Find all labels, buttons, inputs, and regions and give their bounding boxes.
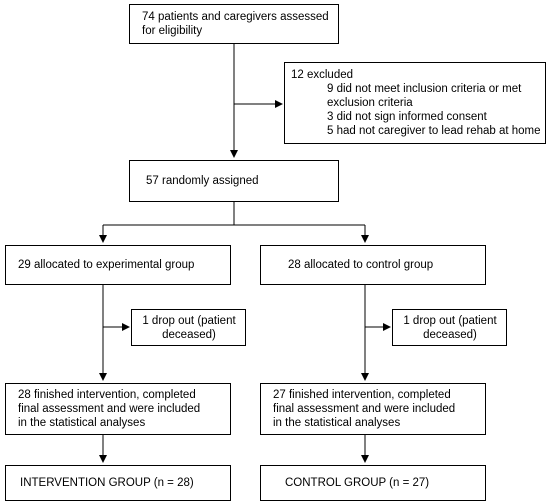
experimental-dropout-box: 1 drop out (patient deceased) — [131, 309, 246, 346]
control-finished-line-2: final assessment and were included — [273, 403, 456, 415]
control-finished-line-3: in the statistical analyses — [273, 417, 401, 429]
experimental-finished-box: 28 finished intervention, completed fina… — [5, 383, 231, 435]
randomized-box: 57 randomly assigned — [129, 160, 339, 202]
experimental-dropout-line-1: 1 drop out (patient — [142, 315, 236, 327]
excluded-title: 12 excluded — [291, 69, 354, 81]
control-finished-line-1: 27 finished intervention, completed — [273, 389, 451, 401]
control-dropout-line-2: deceased) — [423, 329, 477, 341]
assessed-box: 74 patients and caregivers assessed for … — [129, 4, 339, 44]
excluded-reason-1-line-1: 9 did not meet inclusion criteria or met — [327, 83, 522, 95]
control-allocated-box: 28 allocated to control group — [260, 245, 486, 285]
experimental-finished-line-1: 28 finished intervention, completed — [18, 389, 196, 401]
excluded-reason-3: 5 had not caregiver to lead rehab at hom… — [327, 125, 541, 137]
control-allocated-label: 28 allocated to control group — [288, 259, 434, 271]
assessed-line-1: 74 patients and caregivers assessed — [142, 11, 329, 23]
excluded-reason-2: 3 did not sign informed consent — [327, 111, 487, 123]
experimental-allocated-box: 29 allocated to experimental group — [5, 245, 231, 285]
excluded-box: 12 excluded 9 did not meet inclusion cri… — [284, 62, 546, 144]
experimental-finished-line-3: in the statistical analyses — [18, 417, 146, 429]
assessed-line-2: for eligibility — [142, 25, 203, 37]
intervention-group-label: INTERVENTION GROUP (n = 28) — [20, 477, 194, 489]
experimental-allocated-label: 29 allocated to experimental group — [18, 259, 195, 271]
control-dropout-line-1: 1 drop out (patient — [403, 315, 497, 327]
intervention-group-box: INTERVENTION GROUP (n = 28) — [5, 465, 231, 501]
control-group-box: CONTROL GROUP (n = 27) — [260, 465, 486, 501]
experimental-finished-line-2: final assessment and were included — [18, 403, 201, 415]
excluded-reason-1-line-2: exclusion criteria — [327, 97, 413, 109]
experimental-dropout-line-2: deceased) — [162, 329, 216, 341]
control-dropout-box: 1 drop out (patient deceased) — [392, 309, 507, 346]
control-finished-box: 27 finished intervention, completed fina… — [260, 383, 486, 435]
control-group-label: CONTROL GROUP (n = 27) — [285, 477, 430, 489]
randomized-label: 57 randomly assigned — [146, 175, 259, 187]
